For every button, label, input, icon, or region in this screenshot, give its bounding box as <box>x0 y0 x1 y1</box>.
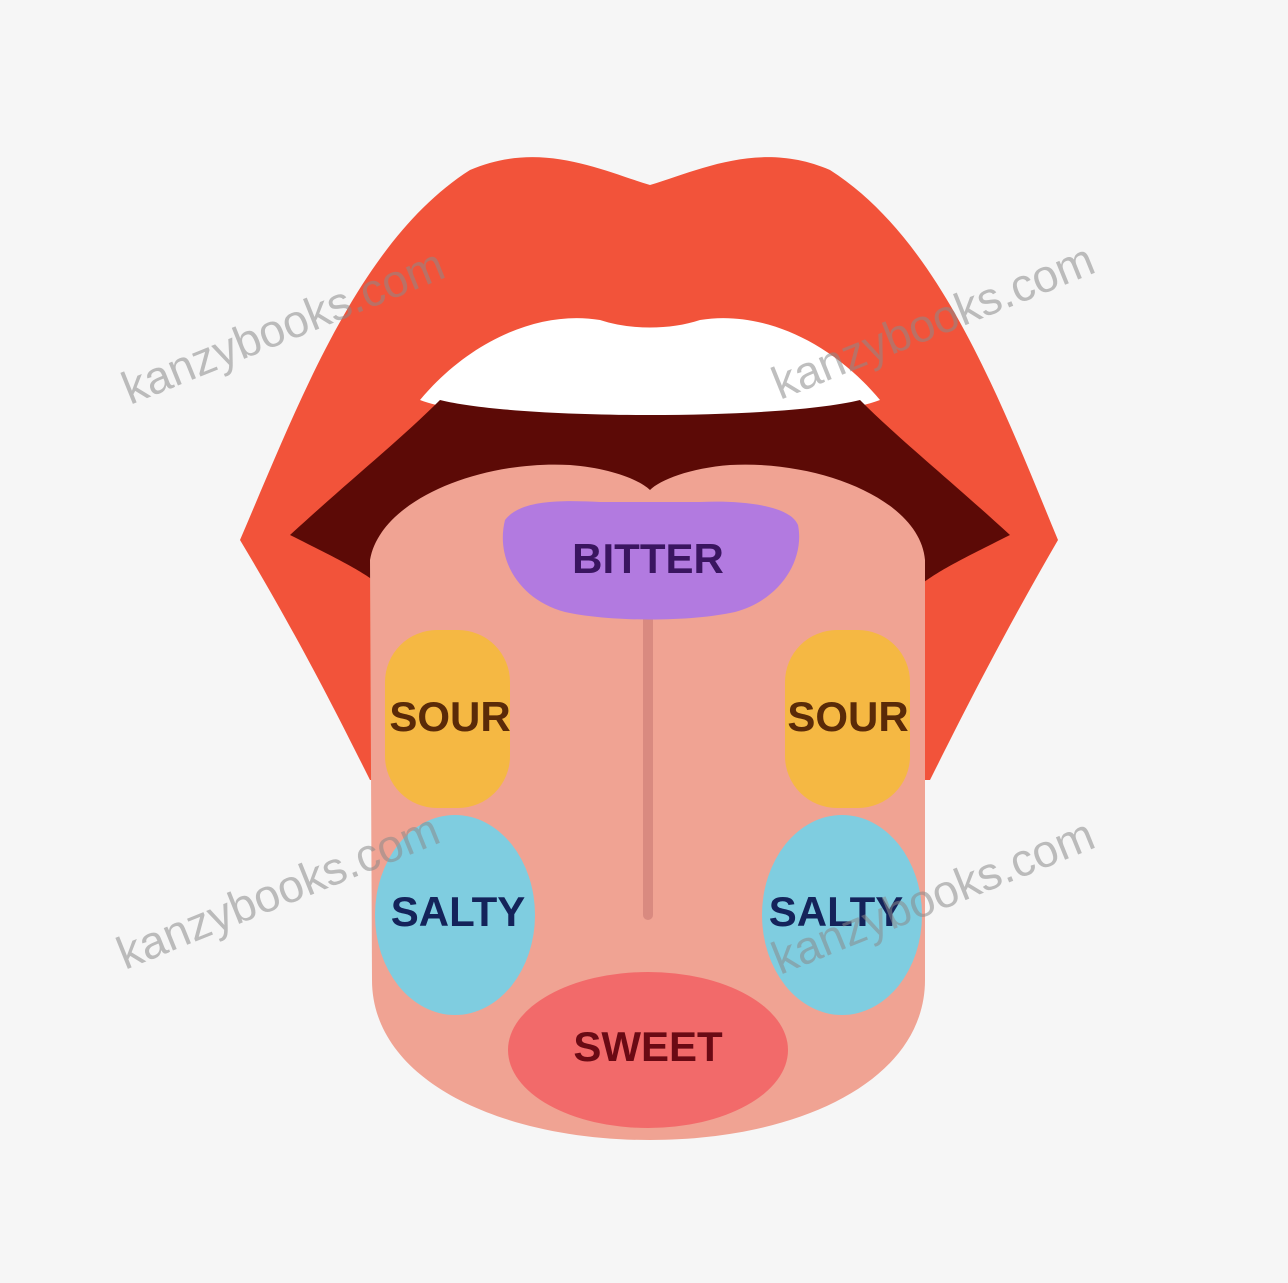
sweet-label: SWEET <box>573 1023 723 1070</box>
bitter-label: BITTER <box>572 535 724 582</box>
salty-label-left: SALTY <box>391 888 526 935</box>
sour-label-left: SOUR <box>389 693 510 740</box>
sour-label-right: SOUR <box>787 693 908 740</box>
tongue-midline <box>643 615 653 920</box>
